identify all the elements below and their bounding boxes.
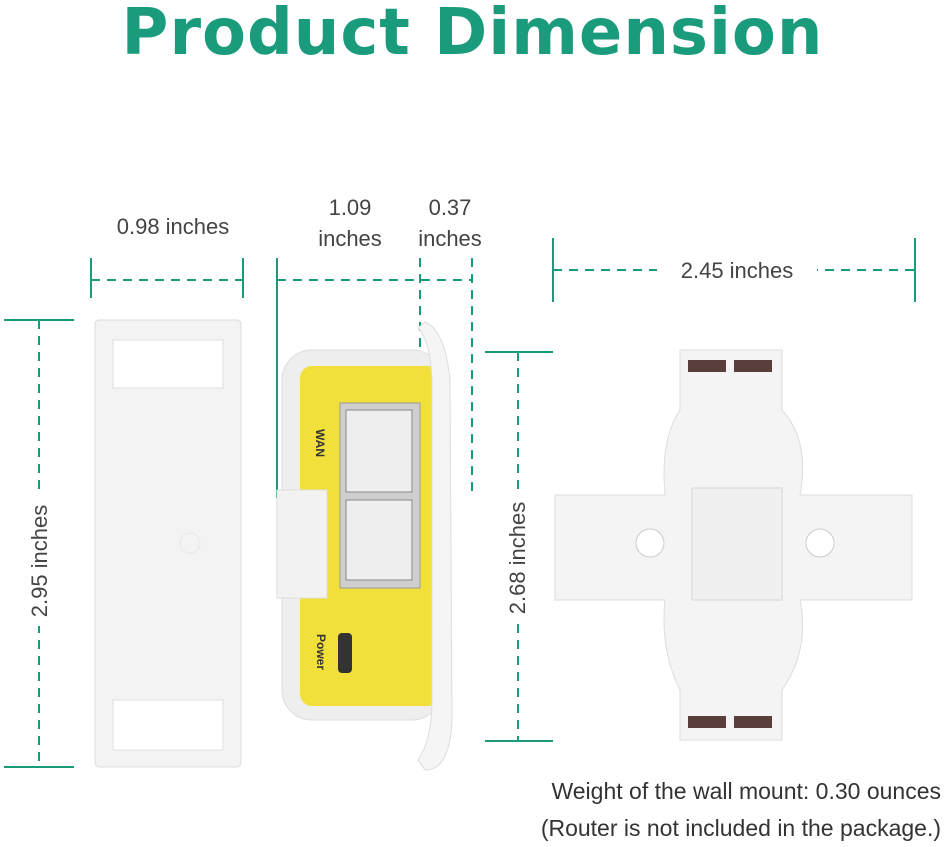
router-width-unit: inches: [318, 226, 382, 251]
cover-height-label: 2.95 inches: [27, 496, 53, 626]
mount-width-label: 2.45 inches: [657, 255, 817, 286]
clip-width-value: 0.37: [428, 195, 472, 220]
clip-width-unit: inches: [418, 226, 482, 251]
router-device: [276, 321, 453, 771]
wan-port-label: WAN: [313, 429, 327, 457]
page-title: Product Dimension: [121, 0, 824, 70]
cover-frame: [94, 319, 242, 768]
cover-width-label: 0.98 inches: [116, 214, 230, 239]
router-width-value: 1.09: [328, 195, 372, 220]
package-disclaimer: (Router is not included in the package.): [540, 815, 941, 841]
wall-mount: [554, 349, 913, 741]
mount-height-label: 2.68 inches: [505, 493, 531, 623]
power-port-label: Power: [314, 633, 328, 670]
weight-note: Weight of the wall mount: 0.30 ounces: [551, 778, 941, 804]
